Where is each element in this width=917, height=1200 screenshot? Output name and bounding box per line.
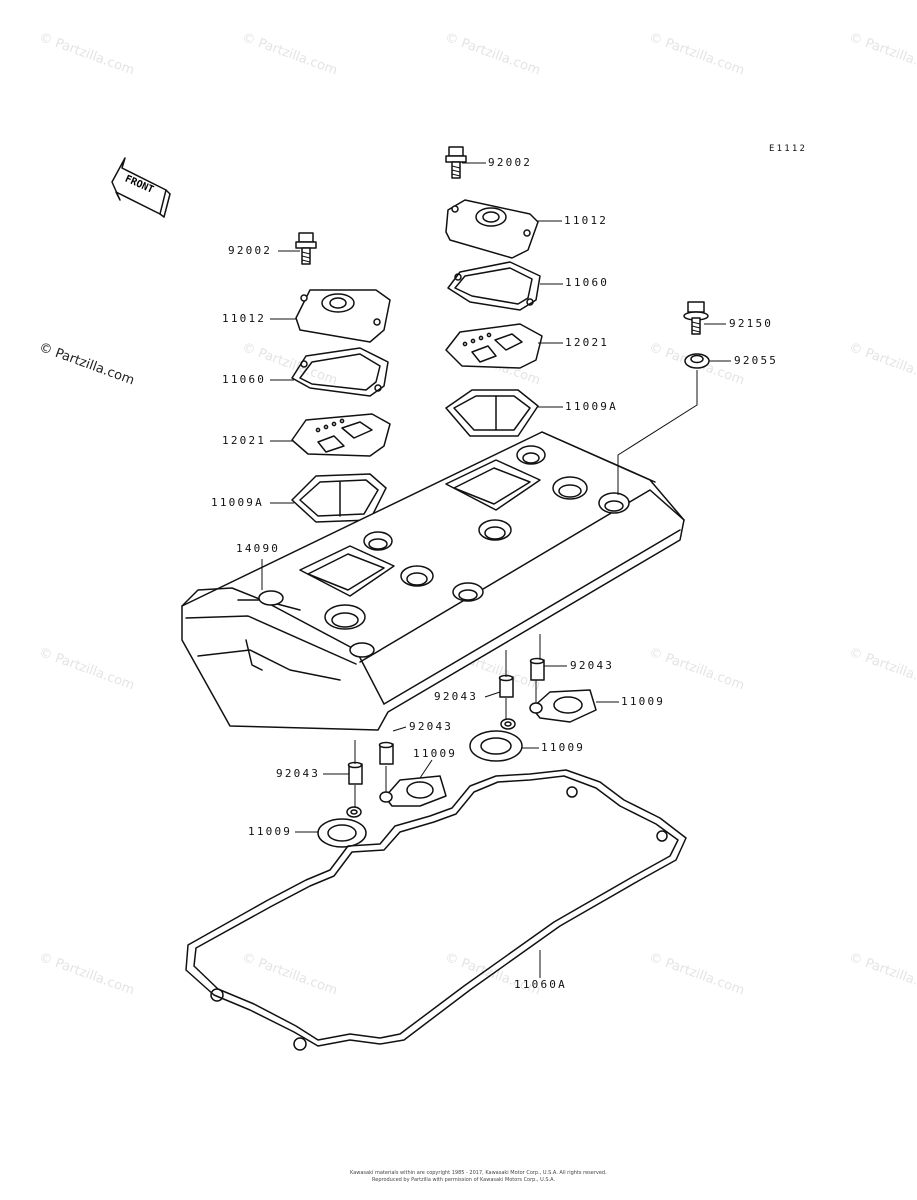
bolt-92150 (683, 301, 709, 335)
seal-11009-c (469, 718, 523, 762)
label-11009-d: 11009 (621, 695, 666, 708)
dowel-92043-a (347, 761, 363, 785)
label-12021-left: 12021 (222, 434, 267, 447)
label-92150: 92150 (729, 317, 774, 330)
copyright-line-1: Kawasaki materials within are copyright … (350, 1170, 607, 1176)
label-92043-c: 92043 (434, 690, 479, 703)
dowel-92043-b (378, 741, 394, 765)
leader-lines (261, 162, 731, 978)
label-12021-top: 12021 (565, 336, 610, 349)
label-11009A-left: 11009A (211, 496, 264, 509)
copyright-line-2: Reproduced by Partzilla with permission … (372, 1177, 556, 1183)
washer-92055 (684, 353, 710, 369)
label-92002-left: 92002 (228, 244, 273, 257)
label-11009-b: 11009 (413, 747, 458, 760)
label-14090: 14090 (236, 542, 281, 555)
label-11009-a: 11009 (248, 825, 293, 838)
cover-gasket-11060A (185, 769, 687, 1051)
label-11060A: 11060A (514, 978, 567, 991)
breather-cover-11012-top (445, 199, 539, 259)
seal-11009-a (317, 806, 367, 848)
label-11060-top: 11060 (565, 276, 610, 289)
label-92055: 92055 (734, 354, 779, 367)
gasket-11009A-left (291, 473, 387, 523)
seal-11009-d (529, 689, 597, 723)
gasket-11060-left (291, 347, 389, 397)
label-92002-top: 92002 (488, 156, 533, 169)
label-92043-d: 92043 (570, 659, 615, 672)
gasket-11009A-top (445, 389, 539, 437)
label-11012-left: 11012 (222, 312, 267, 325)
label-11009A-top: 11009A (565, 400, 618, 413)
dowel-92043-d (529, 657, 545, 681)
gasket-11060-top (447, 261, 541, 311)
cylinder-head-cover-14090 (181, 431, 685, 731)
label-11009-c: 11009 (541, 741, 586, 754)
breather-cover-11012-left (295, 289, 391, 343)
seal-11009-b (379, 775, 447, 807)
reed-plate-12021-left (291, 413, 391, 457)
label-92043-a: 92043 (276, 767, 321, 780)
front-arrow-icon: FRONT (111, 157, 171, 218)
bolt-92002-left (295, 232, 317, 265)
label-11060-left: 11060 (222, 373, 267, 386)
label-11012-top: 11012 (564, 214, 609, 227)
label-92043-b: 92043 (409, 720, 454, 733)
reed-plate-12021-top (445, 323, 543, 369)
bolt-92002-top (445, 146, 467, 179)
dowel-92043-c (498, 674, 514, 698)
diagram-code: E1112 (769, 144, 808, 154)
